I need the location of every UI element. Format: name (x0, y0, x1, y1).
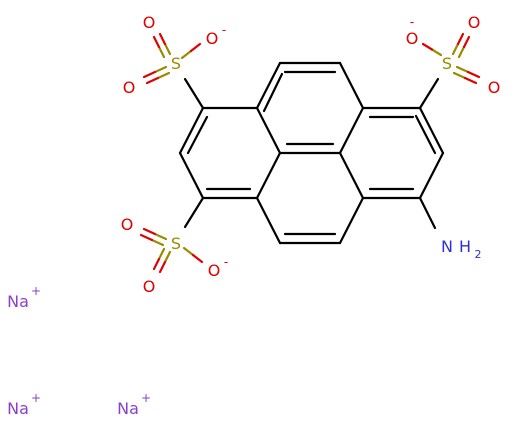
plus-charge: + (31, 391, 41, 405)
bond (418, 151, 445, 200)
bond-s-o-double (463, 76, 478, 85)
bond-s-half (156, 71, 171, 80)
sulfur-label: S (171, 54, 181, 73)
oxygen-label: O (488, 78, 501, 97)
bond-inner (262, 72, 284, 113)
bond (255, 196, 282, 245)
bond-s-half (163, 250, 172, 264)
bond (255, 61, 282, 110)
bond-s-half (457, 45, 466, 59)
bond-s-o-double (145, 76, 160, 85)
bond-s-half (452, 71, 467, 80)
sulfur-label: S (171, 234, 181, 253)
bond-c-s-top-right (418, 77, 440, 110)
bond-c-n (418, 196, 437, 230)
bond-s-half (163, 42, 172, 56)
bond-s-half (157, 45, 166, 59)
bond-c-s-bottom-left (183, 196, 205, 229)
bond-s-o-double (456, 32, 465, 46)
pyrene-bonds (178, 61, 445, 245)
bond-s-o (191, 253, 204, 264)
oxygen-label: O (121, 215, 134, 234)
bond-s-o-double (152, 257, 161, 271)
bond-s-half (153, 65, 168, 74)
bond-s-o (421, 42, 434, 51)
bond-s-half (157, 247, 166, 261)
sodium-label: Na (7, 292, 29, 311)
sulfonate-bonds (139, 32, 481, 274)
oxygen-label: O (206, 29, 219, 48)
bond-s-o-double (462, 35, 471, 49)
bond-s-half (451, 42, 460, 56)
nitrogen-label: N (441, 237, 453, 256)
bond (178, 151, 205, 200)
oxygen-label: O (123, 78, 136, 97)
hydrogen-label: H (459, 237, 471, 256)
bond-s-o-double (158, 32, 167, 46)
bond-s-o-double (466, 70, 481, 79)
minus-charge: - (222, 23, 226, 37)
bond-s-half (150, 238, 165, 247)
bond (338, 151, 365, 200)
bond-inner (414, 114, 437, 155)
bond-s-o-double (142, 227, 157, 236)
oxygen-label: O (406, 29, 419, 48)
bond-inner (186, 115, 209, 155)
bond-s-half (455, 65, 470, 74)
bond (178, 106, 205, 155)
bond (255, 106, 282, 155)
sodium-label: Na (7, 399, 29, 418)
bond-c-s-top-left (183, 77, 205, 110)
oxygen-label: O (143, 13, 156, 32)
bond-s-o (189, 42, 202, 53)
bond (338, 106, 365, 155)
bond-s-o-double (158, 260, 167, 274)
atom-labels: S O O O - S O O O - S O - O O N H 2 Na +… (7, 13, 500, 418)
oxygen-label: O (208, 261, 221, 280)
bond-s-o-double (152, 35, 161, 49)
substituent-bonds (183, 77, 440, 230)
bond (418, 106, 445, 155)
bond (255, 151, 282, 200)
bond-s-half (182, 246, 195, 257)
oxygen-label: O (143, 277, 156, 296)
plus-charge: + (141, 391, 151, 405)
bond-s-half (153, 232, 168, 241)
minus-charge: - (224, 255, 228, 269)
bond-s-o-double (142, 70, 157, 79)
oxygen-label: O (468, 13, 481, 32)
bond-s-o-double (139, 233, 154, 242)
minus-charge: - (410, 15, 414, 29)
bond-s-half (430, 48, 443, 57)
plus-charge: + (31, 284, 41, 298)
bond (338, 61, 365, 110)
sodium-label: Na (117, 399, 139, 418)
bond-s-half (180, 49, 193, 60)
sulfur-label: S (442, 54, 452, 73)
bond (338, 196, 365, 245)
hydrogen-count: 2 (475, 248, 482, 261)
